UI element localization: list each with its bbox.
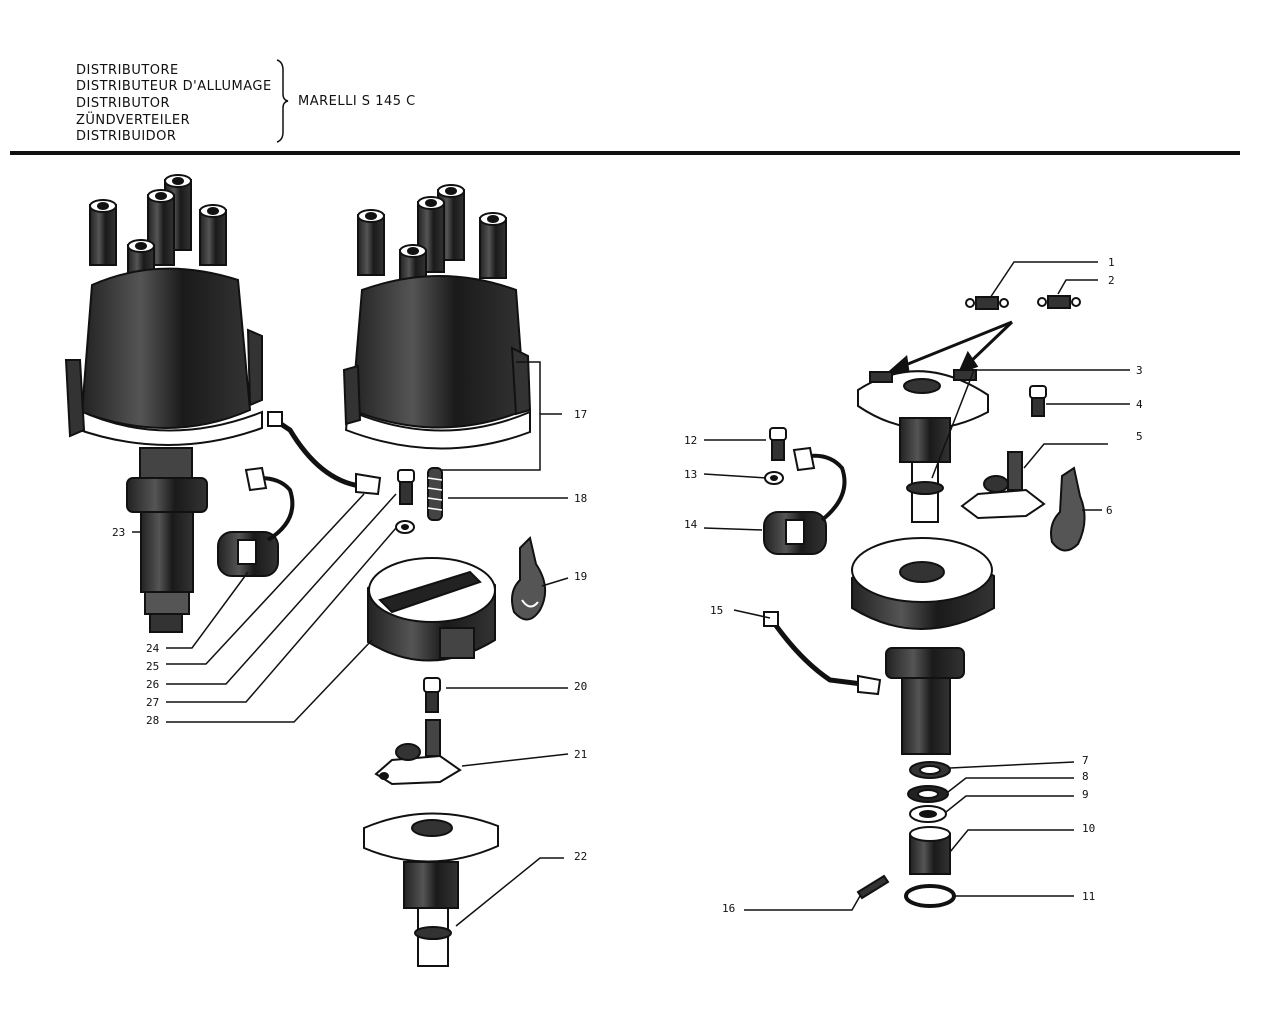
springs-1-2 <box>965 295 1081 310</box>
contact-breaker-left <box>374 719 462 786</box>
spring-clip-left <box>511 536 547 621</box>
pin-16 <box>856 874 890 900</box>
header-rule <box>10 151 1240 155</box>
screw-12 <box>769 427 787 461</box>
callout-25: 25 <box>146 660 159 673</box>
callout-24: 24 <box>146 642 160 655</box>
contact-breaker-5 <box>960 451 1046 520</box>
title-french: DISTRIBUTEUR D'ALLUMAGE <box>76 79 272 94</box>
lead-wire-15 <box>763 611 882 696</box>
title-brace <box>276 59 289 143</box>
callout-8: 8 <box>1082 770 1089 783</box>
callout-17: 17 <box>574 408 587 421</box>
distributor-cap-exploded <box>342 184 532 450</box>
model-name: MARELLI S 145 C <box>298 94 416 109</box>
condenser-14 <box>763 446 847 555</box>
callout-7: 7 <box>1082 754 1089 767</box>
callout-21: 21 <box>574 748 587 761</box>
callout-23: 23 <box>112 526 125 539</box>
callout-numbers: 1 2 3 4 5 6 7 8 9 10 11 12 13 14 15 16 1… <box>112 256 1143 915</box>
callout-6: 6 <box>1106 504 1113 517</box>
upper-plate-3 <box>857 369 989 523</box>
callout-16: 16 <box>722 902 735 915</box>
brush-spring <box>427 467 443 521</box>
callout-18: 18 <box>574 492 587 505</box>
title-italian: DISTRIBUTORE <box>76 63 179 78</box>
screw-20 <box>423 677 441 713</box>
condenser-left <box>217 466 295 577</box>
washers-7-11 <box>904 761 956 908</box>
screw-4 <box>1029 385 1047 417</box>
callout-26: 26 <box>146 678 159 691</box>
title-spanish: DISTRIBUIDOR <box>76 129 177 144</box>
callout-2: 2 <box>1108 274 1115 287</box>
callout-1: 1 <box>1108 256 1115 269</box>
callout-9: 9 <box>1082 788 1089 801</box>
callout-14: 14 <box>684 518 698 531</box>
callout-27: 27 <box>146 696 159 709</box>
callout-3: 3 <box>1136 364 1143 377</box>
leader-lines <box>132 261 1130 927</box>
title-german: ZÜNDVERTEILER <box>76 113 191 128</box>
spring-clip-6 <box>1050 466 1086 552</box>
rotor-plate-left <box>367 557 496 662</box>
screw-washer-left <box>395 469 415 534</box>
housing <box>851 537 995 755</box>
washer-13 <box>764 471 784 485</box>
assembled-distributor <box>64 174 263 633</box>
shaft-assembly-left <box>363 812 499 967</box>
title-english: DISTRIBUTOR <box>76 96 171 111</box>
callout-28: 28 <box>146 714 159 727</box>
lead-wire-left <box>267 411 382 496</box>
arrows <box>886 320 1014 375</box>
callout-11: 11 <box>1082 890 1095 903</box>
callout-12: 12 <box>684 434 697 447</box>
callout-20: 20 <box>574 680 587 693</box>
callout-22: 22 <box>574 850 587 863</box>
callout-5: 5 <box>1136 430 1143 443</box>
callout-15: 15 <box>710 604 723 617</box>
callout-13: 13 <box>684 468 697 481</box>
callout-4: 4 <box>1136 398 1143 411</box>
callout-10: 10 <box>1082 822 1095 835</box>
callout-19: 19 <box>574 570 587 583</box>
